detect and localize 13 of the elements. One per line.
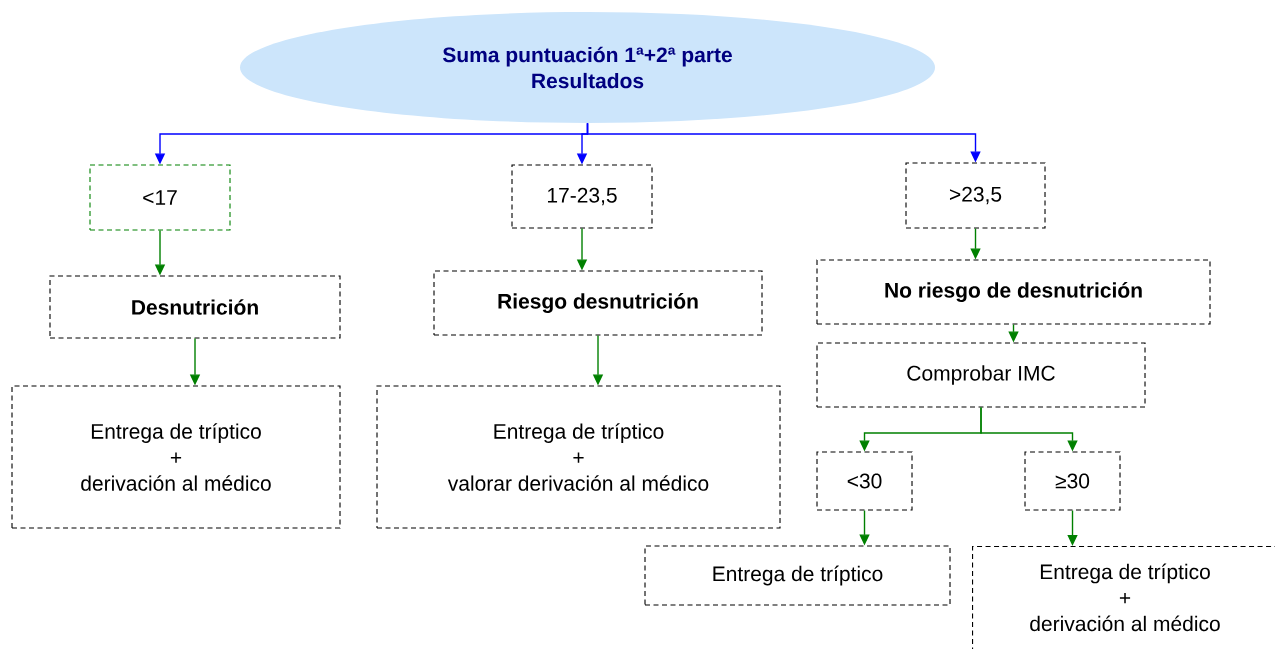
process-box: <17 (89, 164, 231, 231)
process-box: No riesgo de desnutrición (816, 259, 1211, 325)
process-box: >23,5 (905, 162, 1046, 229)
process-box: 17-23,5 (511, 164, 653, 229)
process-box: ≥30 (1024, 451, 1121, 511)
process-box: Entrega de tríptico + derivación al médico (11, 385, 341, 529)
process-box: Entrega de tríptico + valorar derivación al médico (376, 385, 781, 529)
process-box: <30 (816, 451, 913, 511)
process-box: Desnutrición (49, 275, 341, 339)
process-box: Entrega de tríptico + derivación al médico (972, 546, 1275, 649)
process-box: Riesgo desnutrición (433, 270, 763, 336)
process-box: Entrega de tríptico (644, 545, 951, 606)
process-box: Comprobar IMC (816, 342, 1146, 408)
